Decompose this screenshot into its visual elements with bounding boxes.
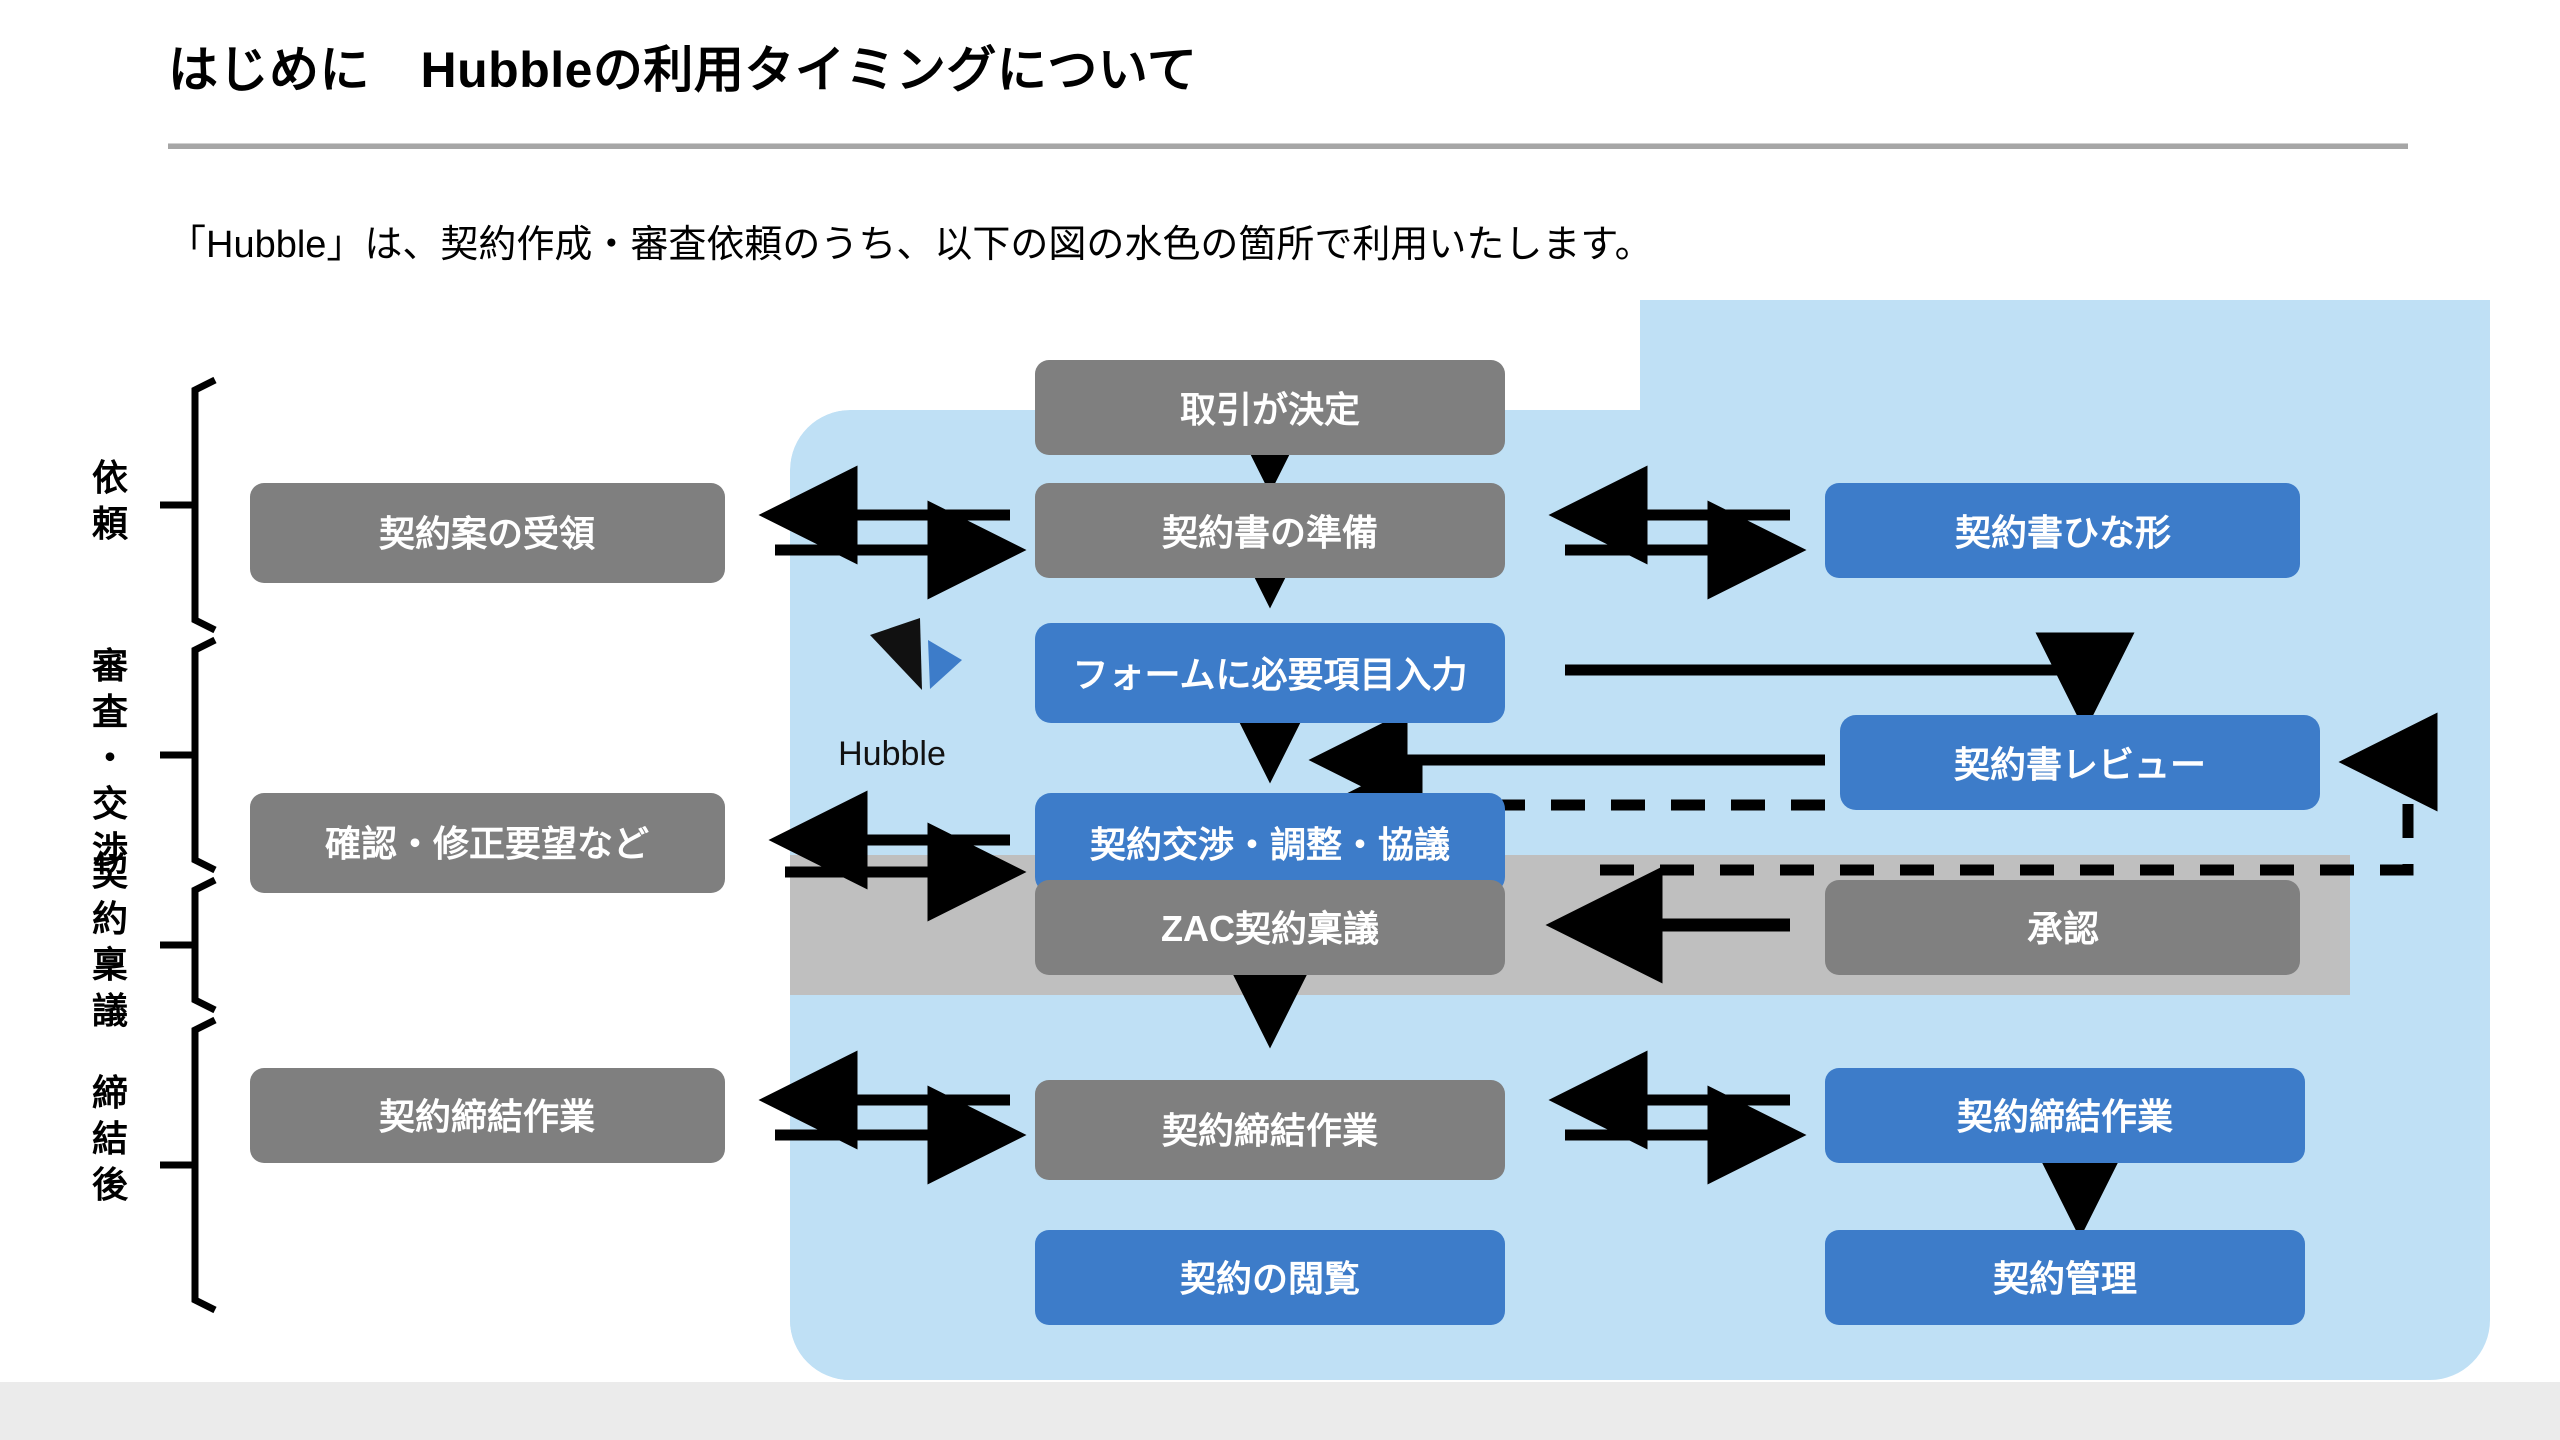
box-label: ZAC契約稟議 xyxy=(1161,908,1379,949)
svg-text:議: 議 xyxy=(92,990,128,1031)
box-contract-receive[interactable]: 契約案の受領 xyxy=(250,483,725,583)
hubble-logo-mark-black xyxy=(870,618,922,690)
svg-text:・: ・ xyxy=(92,737,128,778)
svg-text:審: 審 xyxy=(91,645,128,686)
box-label: 契約書レビュー xyxy=(1954,744,2206,785)
footer-strip xyxy=(0,1382,2560,1440)
box-label: 契約締結作業 xyxy=(379,1096,595,1137)
box-contract-view[interactable]: 契約の閲覧 xyxy=(1035,1230,1505,1325)
box-form-input[interactable]: フォームに必要項目入力 xyxy=(1035,623,1505,723)
box-label: 契約書ひな形 xyxy=(1955,512,2171,553)
box-label: 契約交渉・調整・協議 xyxy=(1090,824,1450,865)
box-zac-approval[interactable]: ZAC契約稟議 xyxy=(1035,880,1505,975)
box-label: 契約案の受領 xyxy=(379,513,595,554)
box-label: 契約の閲覧 xyxy=(1180,1258,1360,1299)
svg-text:稟: 稟 xyxy=(92,944,128,985)
box-label: 契約書の準備 xyxy=(1162,512,1378,553)
box-contract-review[interactable]: 契約書レビュー xyxy=(1840,715,2320,810)
box-negotiation[interactable]: 契約交渉・調整・協議 xyxy=(1035,793,1505,893)
title-divider xyxy=(168,143,2408,149)
arrows-counterparty-requester xyxy=(758,465,1027,1185)
svg-text:依: 依 xyxy=(92,457,128,498)
box-label: 契約締結作業 xyxy=(1162,1110,1378,1151)
phase-label-review: 審 査 ・ 交 渉 xyxy=(91,645,128,870)
slide-subtitle: 「Hubble」は、契約作成・審査依頼のうち、以下の図の水色の箇所で利用いたしま… xyxy=(168,224,1653,266)
svg-text:結: 結 xyxy=(92,1118,128,1159)
box-approve[interactable]: 承認 xyxy=(1825,880,2300,975)
box-label: 契約締結作業 xyxy=(1957,1096,2173,1137)
svg-text:頼: 頼 xyxy=(92,503,129,544)
box-confirm-request[interactable]: 確認・修正要望など xyxy=(250,793,725,893)
arrow-negotiation-to-review-dashed xyxy=(1600,712,2438,876)
hubble-logo-mark-blue xyxy=(928,640,962,689)
phase-label-postsign: 締 結 後 xyxy=(92,1072,129,1205)
box-contract-template[interactable]: 契約書ひな形 xyxy=(1825,483,2300,578)
box-label: 承認 xyxy=(2027,908,2099,949)
phase-label-approval: 契 約 稟 議 xyxy=(92,852,128,1031)
box-deal-decided[interactable]: 取引が決定 xyxy=(1035,360,1505,455)
box-sign-counterparty[interactable]: 契約締結作業 xyxy=(250,1068,725,1163)
box-label: 確認・修正要望など xyxy=(325,823,649,864)
arrows-requester-legal xyxy=(1548,465,1807,1185)
hubble-logo: Hubble xyxy=(838,618,962,773)
svg-text:締: 締 xyxy=(92,1072,128,1113)
svg-text:査: 査 xyxy=(92,691,128,732)
svg-text:渉: 渉 xyxy=(92,829,128,870)
box-contract-prepare[interactable]: 契約書の準備 xyxy=(1035,483,1505,578)
box-label: 契約管理 xyxy=(1993,1258,2137,1299)
svg-text:約: 約 xyxy=(92,898,128,939)
phase-brackets xyxy=(160,376,217,1314)
box-sign-legal[interactable]: 契約締結作業 xyxy=(1825,1068,2305,1163)
page-title: はじめに Hubbleの利用タイミングについて xyxy=(168,42,1198,98)
arrow-form-to-review xyxy=(1565,632,2135,732)
svg-text:後: 後 xyxy=(92,1164,129,1205)
process-flow-diagram: 契約相手方 依頼者 法務知財 依 頼 審 査 ・ xyxy=(0,300,2560,1390)
hubble-logo-caption: Hubble xyxy=(838,735,946,773)
phase-label-request: 依 頼 xyxy=(92,457,129,544)
svg-text:契: 契 xyxy=(92,852,128,893)
box-label: 取引が決定 xyxy=(1180,389,1360,430)
svg-text:交: 交 xyxy=(92,783,128,824)
box-sign-requester[interactable]: 契約締結作業 xyxy=(1035,1080,1505,1180)
box-label: フォームに必要項目入力 xyxy=(1073,654,1468,695)
box-contract-manage[interactable]: 契約管理 xyxy=(1825,1230,2305,1325)
